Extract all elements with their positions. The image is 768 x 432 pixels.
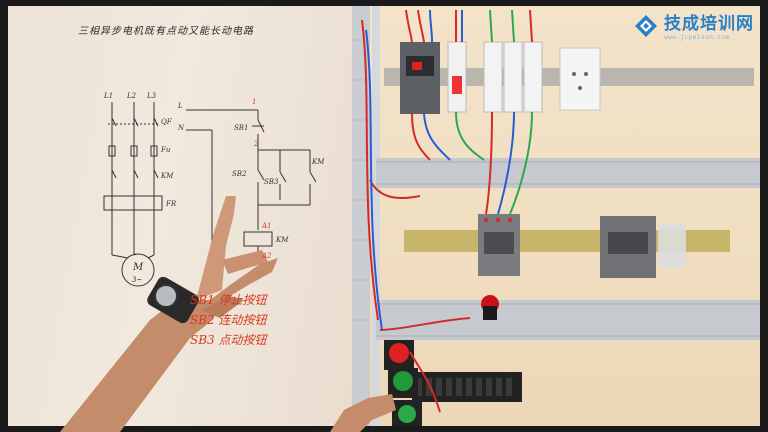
label-node-1: 1 (252, 98, 257, 106)
label-line-n: N (178, 124, 185, 132)
whiteboard (8, 6, 352, 426)
brand-watermark: 技成培训网 www.jcpeixun.com (634, 14, 754, 41)
legend-item-sb3: SB3 点动按钮 (190, 333, 267, 347)
coil-symbol (243, 231, 273, 247)
thermal-relay (658, 224, 686, 268)
power-socket (559, 47, 601, 111)
legend-item-sb1: SB1 停止按钮 (190, 293, 267, 307)
label-contactor-main: KM (161, 172, 174, 180)
label-coil: KM (276, 236, 289, 244)
label-aux-contact: KM (312, 158, 325, 166)
motor-breaker (400, 42, 440, 114)
label-l3: L3 (147, 92, 157, 100)
brand-name: 技成培训网 (664, 14, 754, 34)
wire-duct-middle (376, 158, 760, 188)
main-circuit (103, 102, 163, 287)
label-node-a2: A2 (262, 252, 272, 260)
push-button-jog (392, 400, 422, 426)
control-circuit (186, 109, 317, 260)
button-legend: SB1 停止按钮 SB2 连动按钮 SB3 点动按钮 (190, 290, 267, 350)
brand-logo-icon (634, 14, 658, 38)
whiteboard-title: 三相异步电机既有点动又能长动电路 (78, 26, 254, 37)
label-motor-phase: 3~ (132, 276, 143, 284)
fuse-holder-1 (483, 41, 503, 113)
brand-url: www.jcpeixun.com (664, 34, 730, 41)
wire-duct-lower (376, 300, 760, 340)
label-fuse: Fu (161, 146, 171, 154)
fuse-holder-2 (503, 41, 523, 113)
legend-item-sb2: SB2 连动按钮 (190, 313, 267, 327)
label-breaker: QF (161, 118, 172, 126)
label-sb1: SB1 (234, 124, 249, 132)
wire-duct-left (352, 6, 370, 426)
label-sb2: SB2 (232, 170, 247, 178)
label-sb3: SB3 (264, 178, 279, 186)
label-l2: L2 (127, 92, 137, 100)
push-button-stop (384, 340, 414, 370)
label-node-a1: A1 (262, 222, 272, 230)
label-motor: M (133, 262, 144, 273)
label-node-2: 2 (254, 140, 259, 148)
label-thermal-relay: FR (166, 200, 177, 208)
label-l1: L1 (104, 92, 114, 100)
push-button-run (388, 368, 418, 398)
motor-symbol (121, 253, 155, 287)
panel-wiring (361, 9, 533, 413)
fuse-holder-3 (523, 41, 543, 113)
label-line-l: L (178, 102, 183, 110)
presenter-hand (60, 196, 396, 432)
